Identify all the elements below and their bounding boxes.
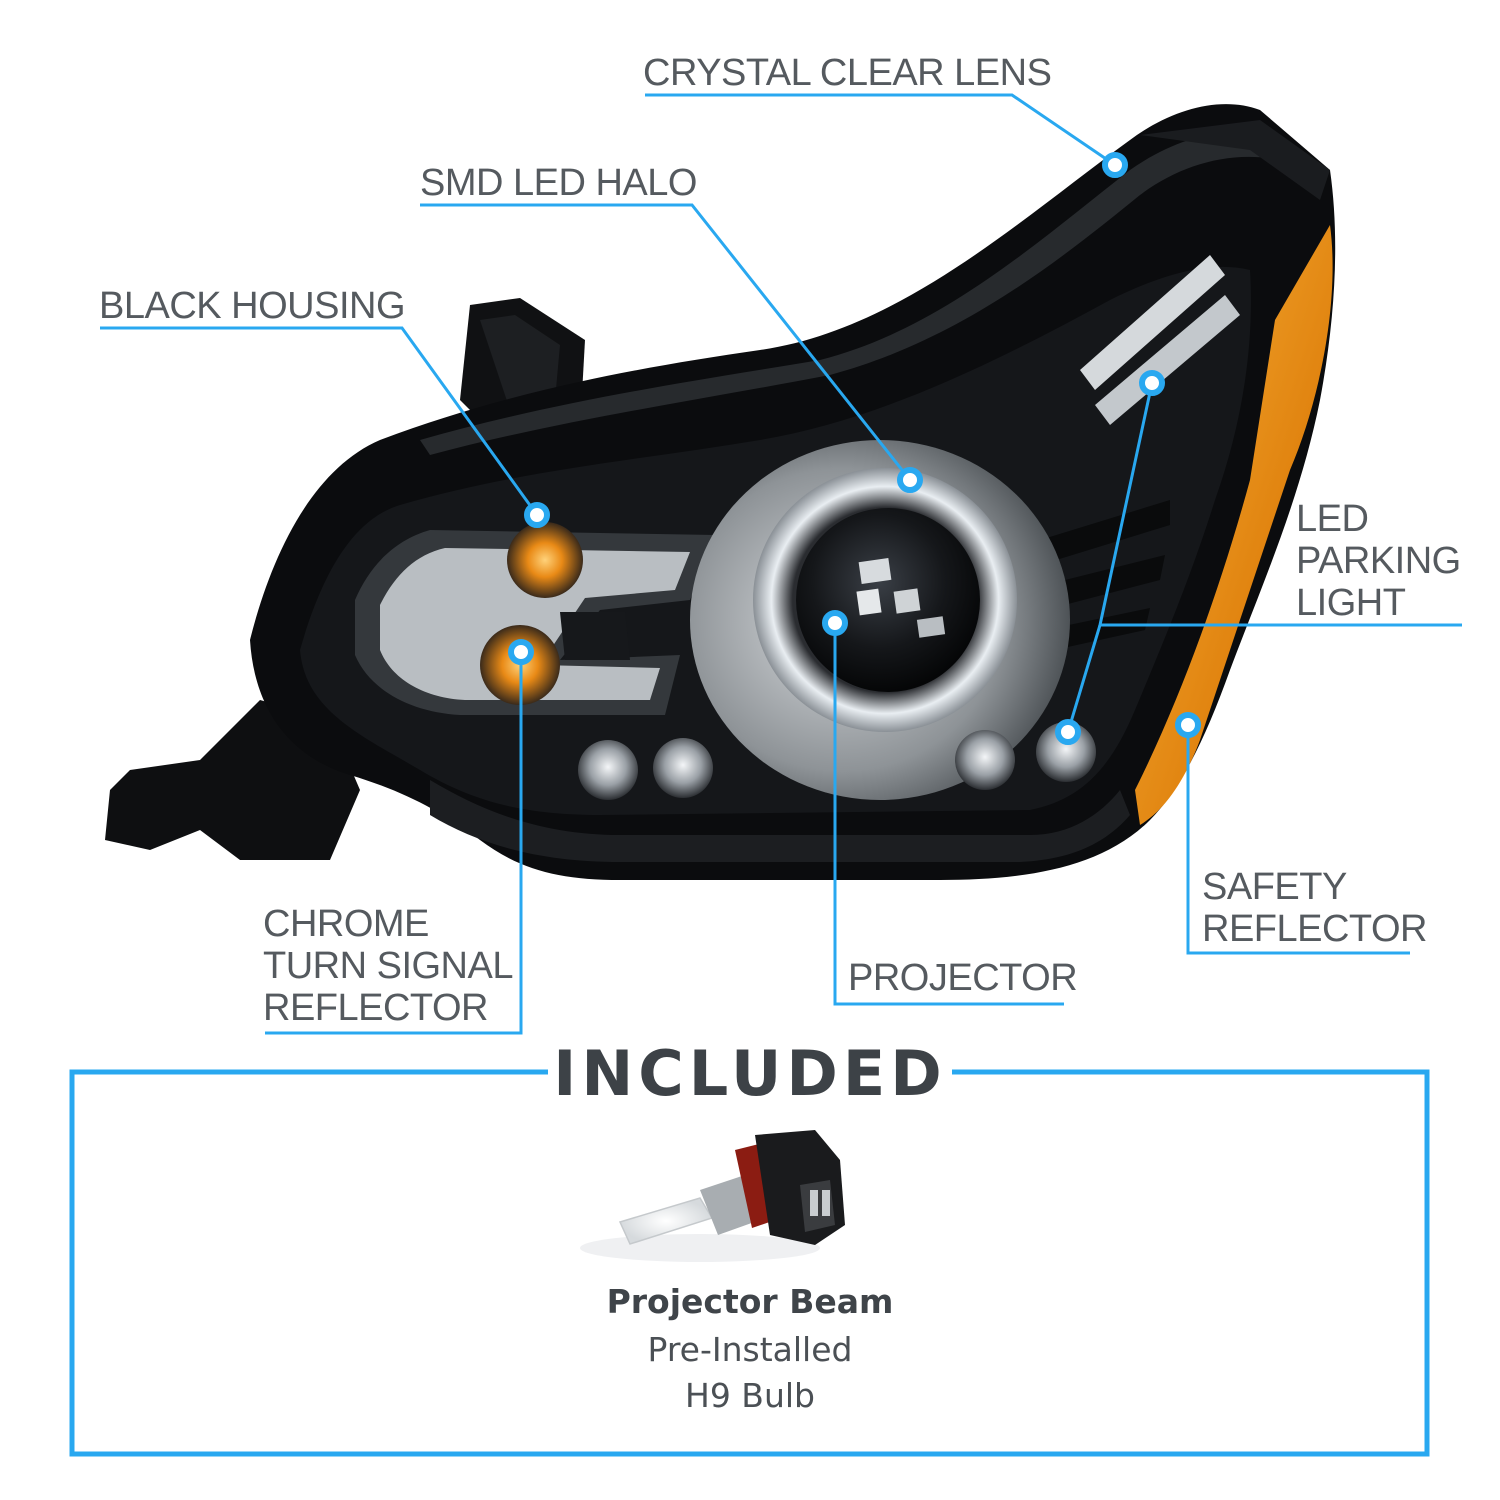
- included-title: INCLUDED: [548, 1036, 952, 1112]
- callout-smd-led-halo: SMD LED HALO: [420, 162, 697, 204]
- callout-led-parking-light: LED PARKING LIGHT: [1296, 498, 1461, 624]
- headlight-body: [105, 104, 1336, 881]
- callout-line: TURN SIGNAL: [263, 945, 513, 987]
- callout-safety-reflector: SAFETY REFLECTOR: [1202, 866, 1427, 950]
- callout-crystal-clear-lens: CRYSTAL CLEAR LENS: [643, 52, 1052, 94]
- included-item-bulb-type: H9 Bulb: [685, 1376, 815, 1415]
- h9-bulb-image: [580, 1130, 845, 1262]
- callout-projector: PROJECTOR: [848, 957, 1078, 999]
- callout-line: REFLECTOR: [1202, 908, 1427, 950]
- callout-line: LED: [1296, 498, 1369, 540]
- callout-line: PROJECTOR: [848, 957, 1078, 999]
- callout-line: SMD LED HALO: [420, 162, 697, 204]
- included-item-description: Pre-Installed: [647, 1330, 853, 1369]
- callout-line: LIGHT: [1296, 582, 1406, 624]
- callout-chrome-turn-signal-reflector: CHROME TURN SIGNAL REFLECTOR: [263, 903, 513, 1029]
- callout-line: REFLECTOR: [263, 987, 488, 1029]
- callout-dots: [508, 152, 1201, 745]
- callout-line: PARKING: [1296, 540, 1461, 582]
- callout-line: CRYSTAL CLEAR LENS: [643, 52, 1052, 94]
- callout-line: CHROME: [263, 903, 429, 945]
- callout-line: SAFETY: [1202, 866, 1347, 908]
- callout-line: BLACK HOUSING: [99, 285, 406, 327]
- included-item-name: Projector Beam: [606, 1282, 894, 1321]
- callout-leaders: [100, 93, 1462, 1035]
- callout-black-housing: BLACK HOUSING: [99, 285, 406, 327]
